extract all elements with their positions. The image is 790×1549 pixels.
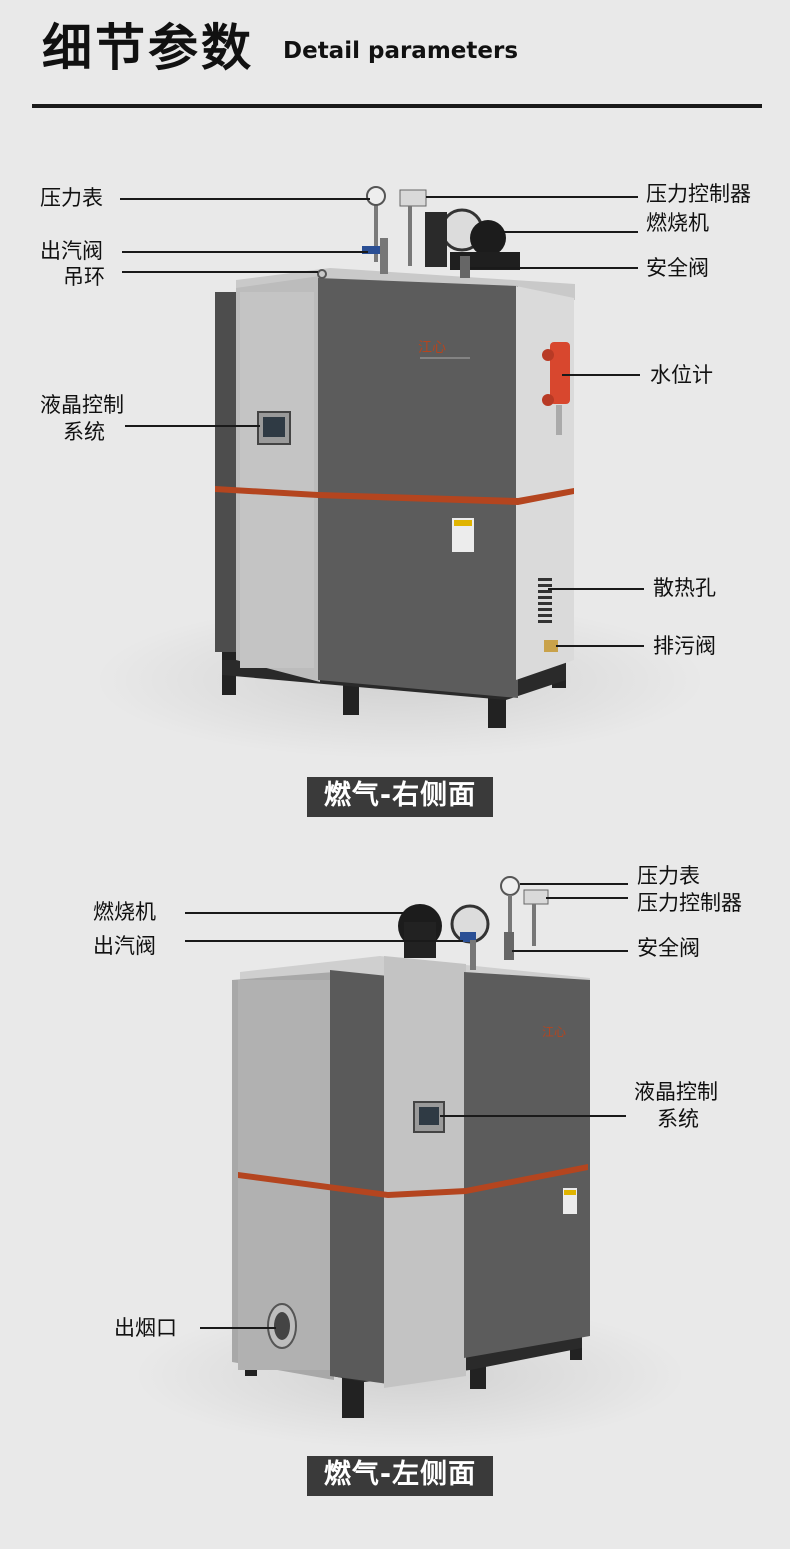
label-lcd-control-line2: 系统 — [63, 420, 105, 444]
leader-line — [120, 198, 370, 200]
caption-right-view: 燃气-右侧面 — [307, 777, 493, 817]
boiler-left-view: 江心 — [0, 860, 790, 1460]
leader-line — [200, 1327, 276, 1329]
label-lifting-ring: 吊环 — [63, 265, 105, 289]
leader-line — [548, 588, 644, 590]
label-safety-valve: 安全阀 — [637, 936, 700, 960]
leader-line — [562, 374, 640, 376]
boiler-right-view: 江心 — [0, 160, 790, 760]
label-pressure-gauge: 压力表 — [40, 186, 103, 210]
page-subtitle: Detail parameters — [283, 38, 519, 64]
leader-line — [440, 1115, 626, 1117]
label-water-level-gauge: 水位计 — [650, 363, 713, 387]
leader-line — [185, 912, 405, 914]
label-pressure-controller: 压力控制器 — [637, 891, 742, 915]
label-pressure-controller: 压力控制器 — [646, 182, 751, 206]
label-burner: 燃烧机 — [646, 211, 709, 235]
title-divider — [32, 104, 762, 108]
svg-text:江心: 江心 — [418, 340, 446, 356]
label-flue-outlet: 出烟口 — [114, 1316, 177, 1340]
leader-line — [185, 940, 463, 942]
label-safety-valve: 安全阀 — [646, 256, 709, 280]
leader-line — [122, 271, 318, 273]
leader-line — [556, 645, 644, 647]
label-drain-valve: 排污阀 — [653, 634, 716, 658]
label-pressure-gauge: 压力表 — [637, 864, 700, 888]
leader-line — [122, 251, 368, 253]
label-steam-outlet-valve: 出汽阀 — [40, 239, 103, 263]
leader-line — [426, 196, 638, 198]
leader-line — [470, 267, 638, 269]
caption-left-view: 燃气-左侧面 — [307, 1456, 493, 1496]
label-lcd-control-line2: 系统 — [657, 1107, 699, 1131]
label-burner: 燃烧机 — [93, 900, 156, 924]
boiler-left-image: 江心 — [232, 876, 590, 1418]
label-vent-holes: 散热孔 — [653, 576, 716, 600]
leader-line — [546, 897, 628, 899]
leader-line — [520, 883, 628, 885]
leader-line — [125, 425, 260, 427]
label-lcd-control-line1: 液晶控制 — [40, 393, 124, 417]
boiler-right-image: 江心 — [215, 186, 575, 728]
label-lcd-control-line1: 液晶控制 — [634, 1080, 718, 1104]
svg-text:江心: 江心 — [542, 1025, 566, 1039]
label-steam-outlet-valve: 出汽阀 — [93, 934, 156, 958]
leader-line — [512, 950, 628, 952]
page-title: 细节参数 — [42, 19, 254, 77]
leader-line — [500, 231, 638, 233]
